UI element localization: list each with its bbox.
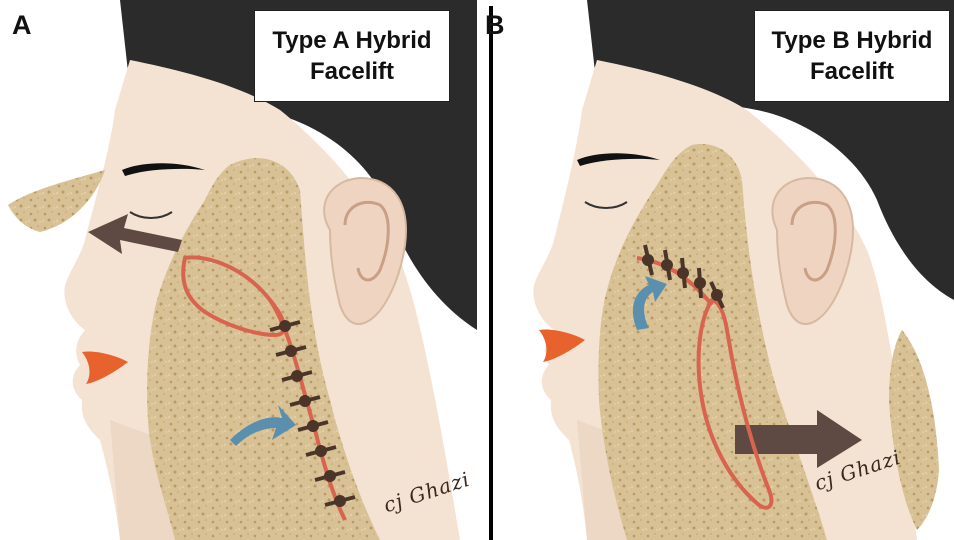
panel-b-title-line2: Facelift [810, 56, 894, 87]
panel-a-title-line2: Facelift [310, 56, 394, 87]
panel-b-title: Type B Hybrid Facelift [754, 10, 950, 102]
panel-b-letter: B [485, 10, 505, 41]
panel-b: B Type B Hybrid Facelift cj Ghazi [477, 0, 954, 540]
panel-a-letter: A [12, 10, 32, 41]
panel-a: A Type A Hybrid Facelift cj Ghazi [0, 0, 477, 540]
panel-a-title: Type A Hybrid Facelift [254, 10, 450, 102]
panel-a-title-line1: Type A Hybrid [272, 25, 431, 56]
panel-b-title-line1: Type B Hybrid [772, 25, 933, 56]
